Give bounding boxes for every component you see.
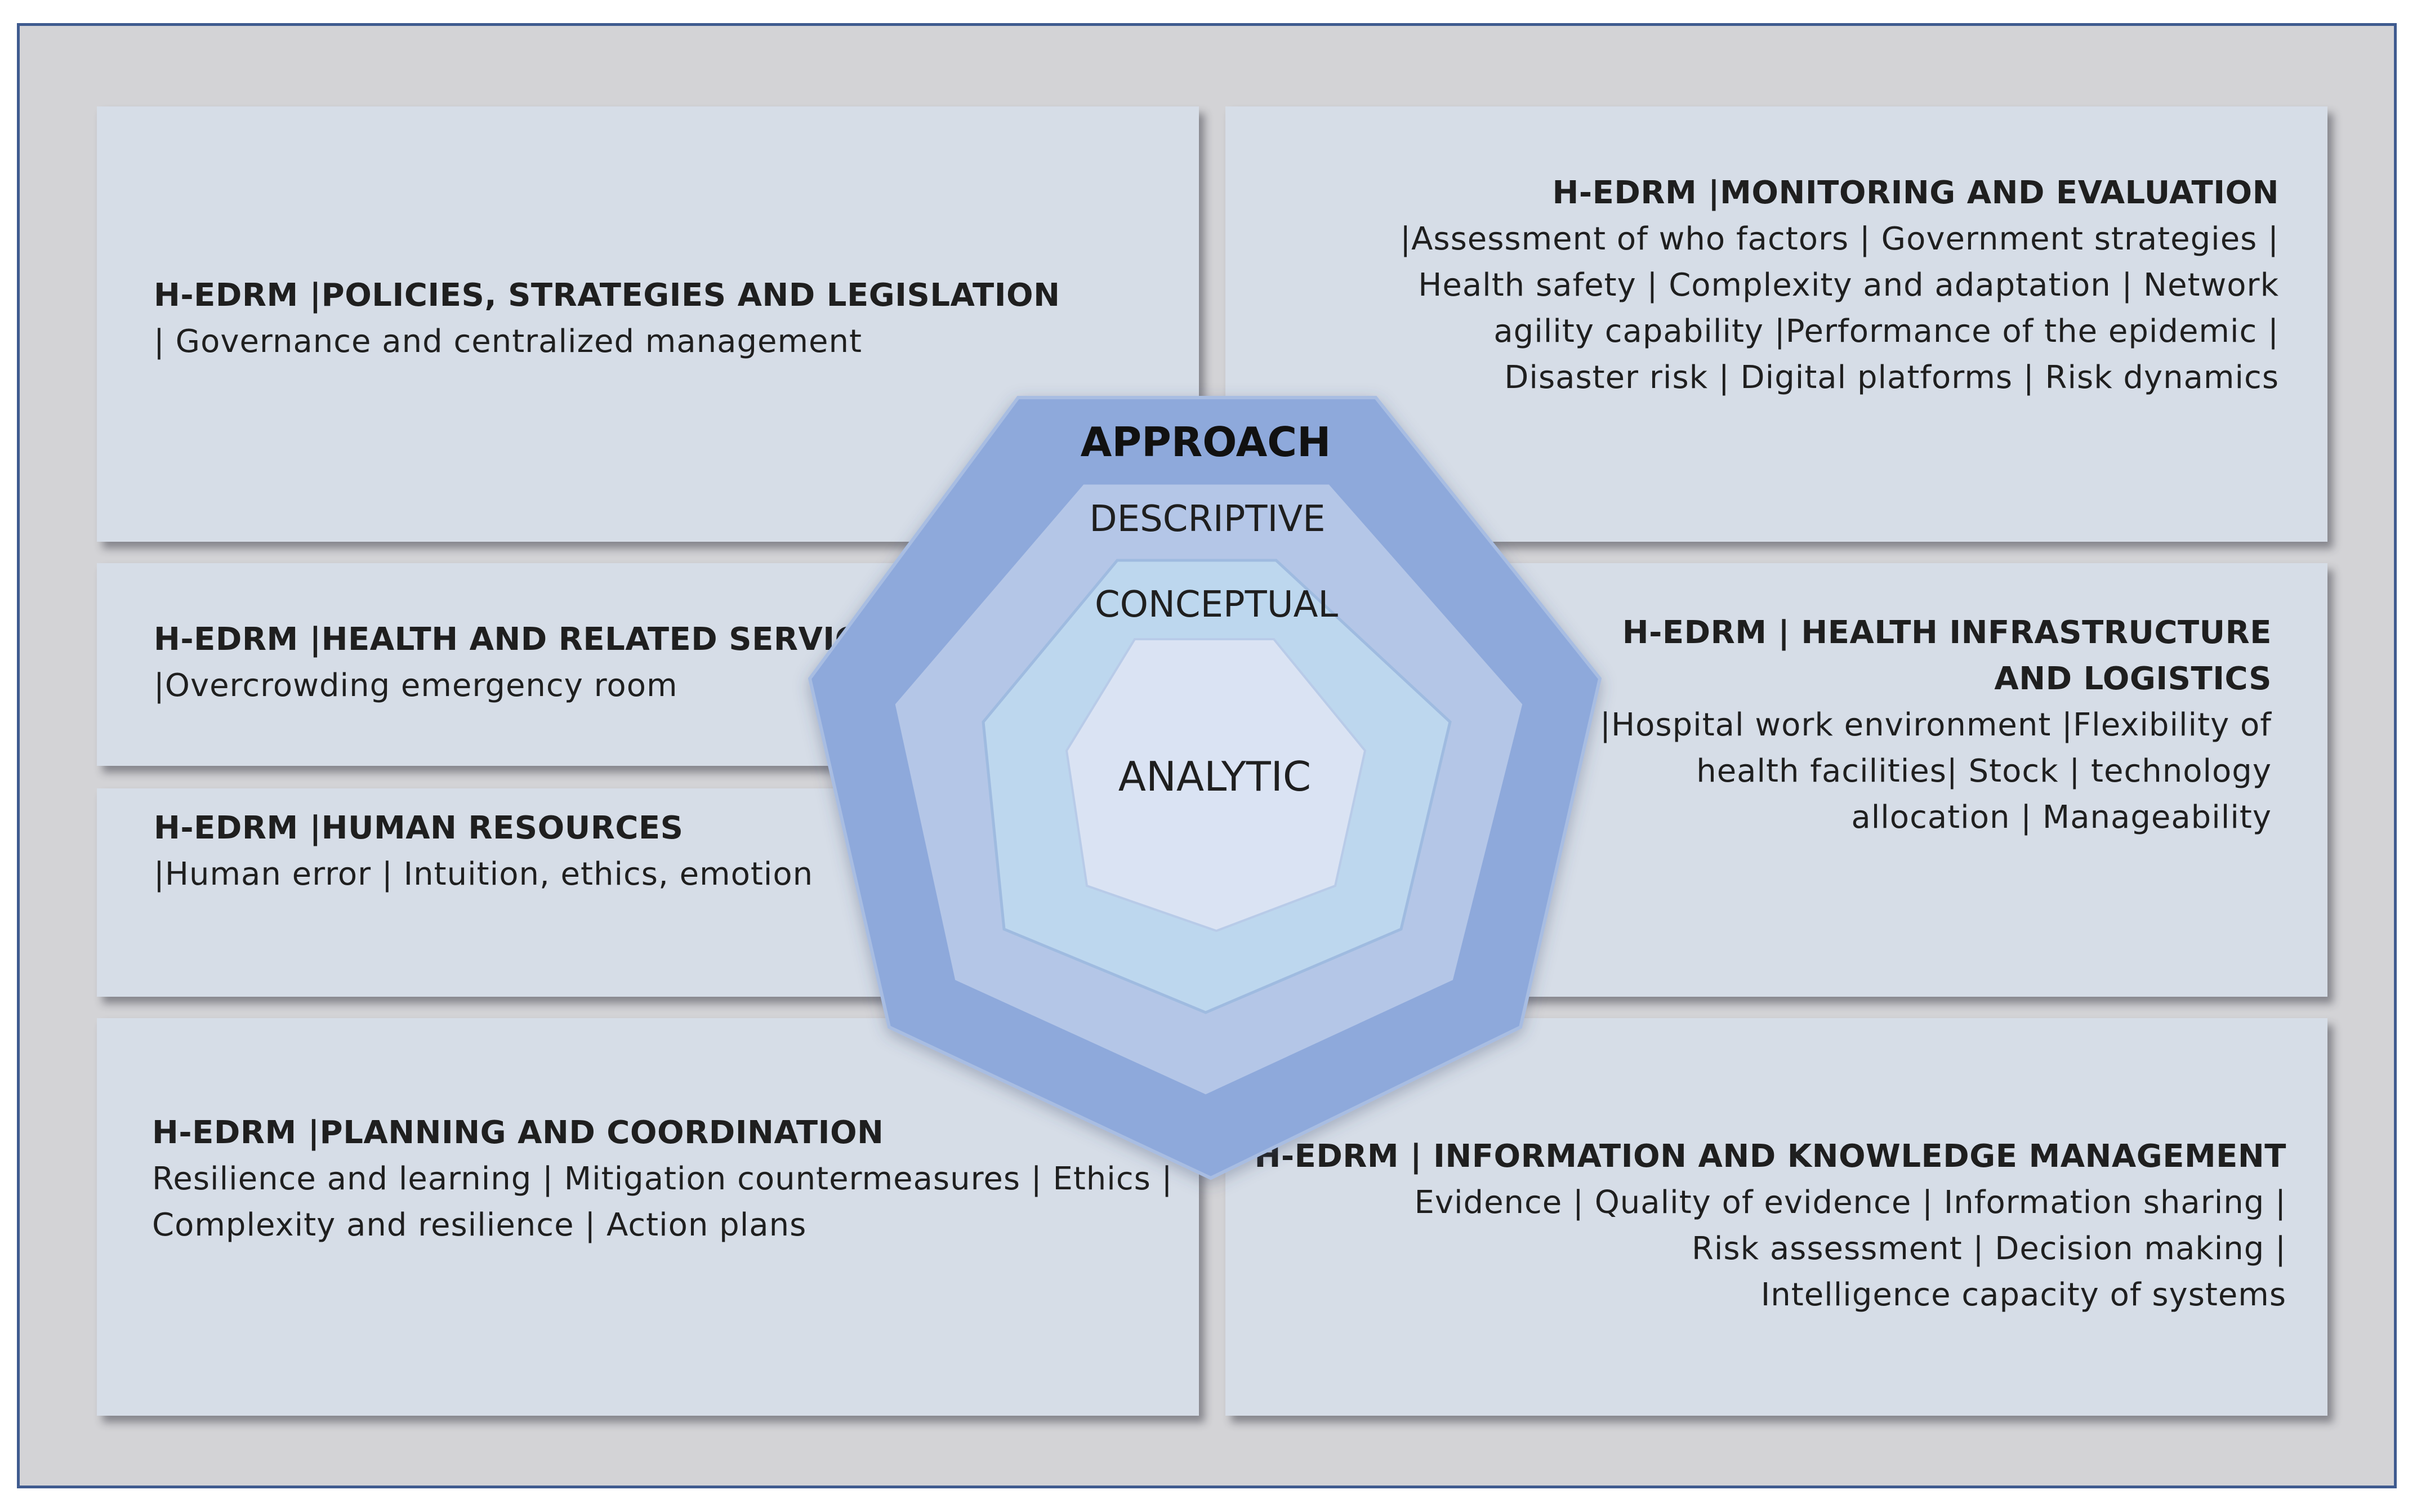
panel-information (1225, 1018, 2327, 1416)
panel-planning-text: H-EDRM |PLANNING AND COORDINATION Resili… (152, 1110, 1172, 1248)
panel-information-text: H-EDRM | INFORMATION AND KNOWLEDGE MANAG… (1254, 1134, 2286, 1318)
information-line: Intelligence capacity of systems (1760, 1277, 2286, 1313)
health-services-title: H-EDRM |HEALTH AND RELATED SERVICES (154, 621, 903, 658)
monitoring-line: Health safety | Complexity and adaptatio… (1418, 267, 2279, 304)
information-line: Risk assessment | Decision making | (1691, 1230, 2286, 1267)
monitoring-title: H-EDRM |MONITORING AND EVALUATION (1552, 175, 2279, 211)
planning-line: Complexity and resilience | Action plans (152, 1207, 807, 1243)
panel-infrastructure-text: H-EDRM | HEALTH INFRASTRUCTURE AND LOGIS… (1600, 610, 2272, 841)
infrastructure-line: |Hospital work environment |Flexibility … (1600, 707, 2272, 743)
descriptive-label: DESCRIPTIVE (1089, 498, 1325, 540)
infrastructure-line: allocation | Manageability (1851, 799, 2272, 836)
human-resources-line: |Human error | Intuition, ethics, emotio… (154, 856, 814, 893)
human-resources-title: H-EDRM |HUMAN RESOURCES (154, 810, 684, 846)
monitoring-line: agility capability |Performance of the e… (1493, 313, 2279, 350)
policies-title: H-EDRM |POLICIES, STRATEGIES AND LEGISLA… (154, 277, 1060, 314)
panel-policies-text: H-EDRM |POLICIES, STRATEGIES AND LEGISLA… (154, 273, 1060, 365)
panel-monitoring-text: H-EDRM |MONITORING AND EVALUATION |Asses… (1400, 170, 2279, 401)
panel-health-services-text: H-EDRM |HEALTH AND RELATED SERVICES |Ove… (154, 617, 903, 709)
infrastructure-title-cont: AND LOGISTICS (1994, 661, 2272, 697)
approach-label: APPROACH (1081, 418, 1331, 466)
monitoring-line: |Assessment of who factors | Government … (1400, 221, 2279, 257)
analytic-core (1065, 638, 1367, 933)
infrastructure-line: health facilities| Stock | technology (1696, 753, 2272, 790)
policies-line: | Governance and centralized management (154, 323, 862, 360)
planning-title: H-EDRM |PLANNING AND COORDINATION (152, 1114, 884, 1151)
analytic-label: ANALYTIC (1118, 753, 1311, 800)
infrastructure-title: H-EDRM | HEALTH INFRASTRUCTURE (1622, 614, 2272, 651)
panel-human-resources-text: H-EDRM |HUMAN RESOURCES |Human error | I… (154, 805, 813, 898)
conceptual-label: CONCEPTUAL (1095, 584, 1338, 626)
information-title: H-EDRM | INFORMATION AND KNOWLEDGE MANAG… (1254, 1138, 2286, 1175)
health-services-line: |Overcrowding emergency room (154, 667, 678, 704)
monitoring-line: Disaster risk | Digital platforms | Risk… (1504, 359, 2279, 396)
information-line: Evidence | Quality of evidence | Informa… (1414, 1184, 2286, 1221)
planning-line: Resilience and learning | Mitigation cou… (152, 1161, 1173, 1197)
